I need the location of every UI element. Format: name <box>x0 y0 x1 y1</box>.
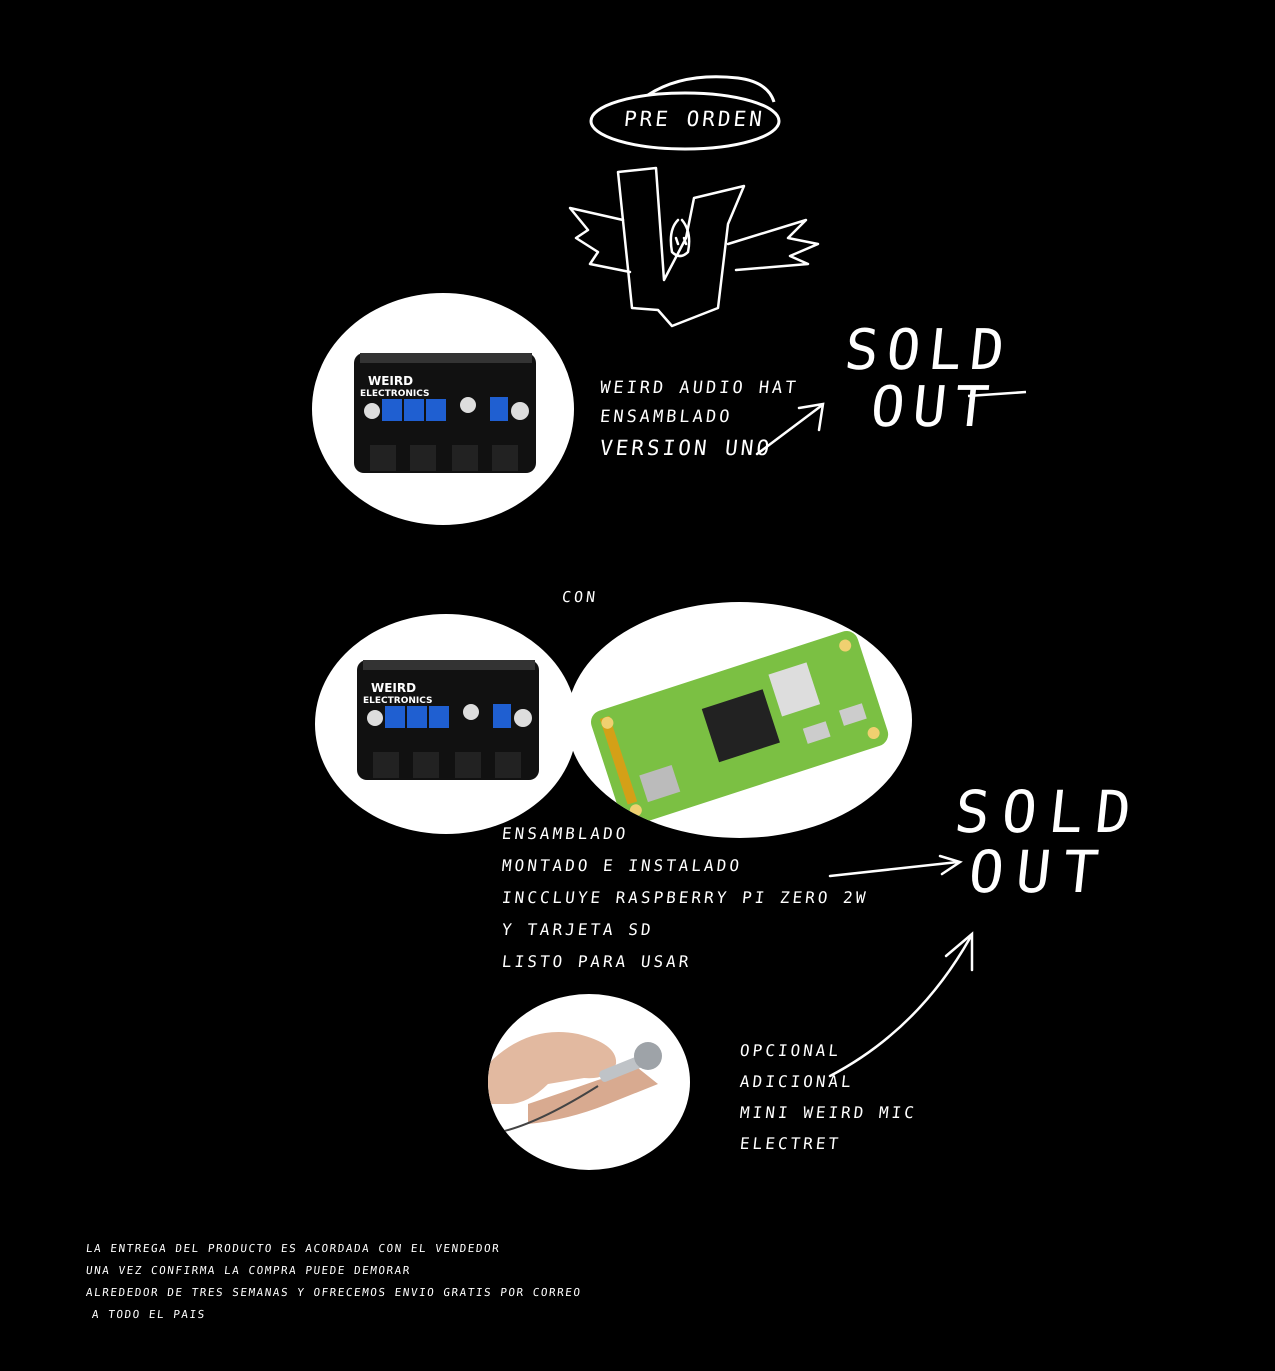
sold-out-word: SOLD <box>951 778 1147 846</box>
product-two-line: INCCLUYE RASPBERRY PI ZERO 2W <box>501 888 870 907</box>
arrow-icon <box>828 854 963 878</box>
product-two-line: LISTO PARA USAR <box>501 952 693 971</box>
product-two-line: ENSAMBLADO <box>501 824 630 843</box>
mini-mic-image <box>488 994 690 1170</box>
delivery-note-line: ALREDEDOR DE TRES SEMANAS Y OFRECEMOS EN… <box>85 1286 583 1299</box>
sold-out-word: OUT <box>867 375 1000 440</box>
product-three-line: ELECTRET <box>739 1134 843 1153</box>
audio-hat-board-icon: WEIRD ELECTRONICS <box>357 660 539 780</box>
delivery-note-line: UNA VEZ CONFIRMA LA COMPRA PUEDE DEMORAR <box>85 1264 412 1277</box>
delivery-note-line: LA ENTREGA DEL PRODUCTO ES ACORDADA CON … <box>85 1242 501 1255</box>
svg-text:WEIRD: WEIRD <box>368 374 413 388</box>
audio-hat-board-icon: WEIRD ELECTRONICS <box>354 353 536 473</box>
product-two-description: ENSAMBLADO MONTADO E INSTALADO INCCLUYE … <box>501 824 870 971</box>
sold-out-word: OUT <box>965 838 1114 906</box>
mini-mic-hand-icon <box>488 1032 662 1135</box>
delivery-note: LA ENTREGA DEL PRODUCTO ES ACORDADA CON … <box>85 1242 583 1321</box>
arrow-icon <box>828 931 974 1078</box>
weird-angel-logo-icon <box>568 166 820 328</box>
sold-out-status: SOLD OUT <box>951 778 1146 906</box>
arrow-icon <box>755 402 825 456</box>
product-three-line: MINI WEIRD MIC <box>739 1103 918 1122</box>
raspberry-pi-image <box>567 602 912 838</box>
svg-text:WEIRD: WEIRD <box>371 681 416 695</box>
product-two-line: MONTADO E INSTALADO <box>501 856 744 875</box>
sold-out-word: SOLD <box>841 318 1016 383</box>
product-two-line: Y TARJETA SD <box>501 920 655 939</box>
product-three-description: OPCIONAL ADICIONAL MINI WEIRD MIC ELECTR… <box>739 1041 918 1153</box>
svg-text:ELECTRONICS: ELECTRONICS <box>363 696 433 706</box>
audio-hat-image: WEIRD ELECTRONICS <box>312 293 574 525</box>
svg-text:ELECTRONICS: ELECTRONICS <box>360 389 430 399</box>
product-one-line: WEIRD AUDIO HAT <box>598 378 800 398</box>
audio-hat-image: WEIRD ELECTRONICS <box>315 614 577 834</box>
sold-out-status: SOLD OUT <box>842 318 1016 440</box>
product-three-line: ADICIONAL <box>739 1072 855 1091</box>
product-three-line: OPCIONAL <box>739 1041 843 1060</box>
delivery-note-line: A TODO EL PAIS <box>91 1308 207 1321</box>
raspberry-pi-zero-icon <box>591 631 889 826</box>
strike-line-icon <box>967 390 1027 398</box>
badge-outline-icon <box>589 75 781 151</box>
pre-order-badge[interactable]: PRE ORDEN <box>588 75 782 152</box>
pre-order-label: PRE ORDEN <box>622 107 767 131</box>
